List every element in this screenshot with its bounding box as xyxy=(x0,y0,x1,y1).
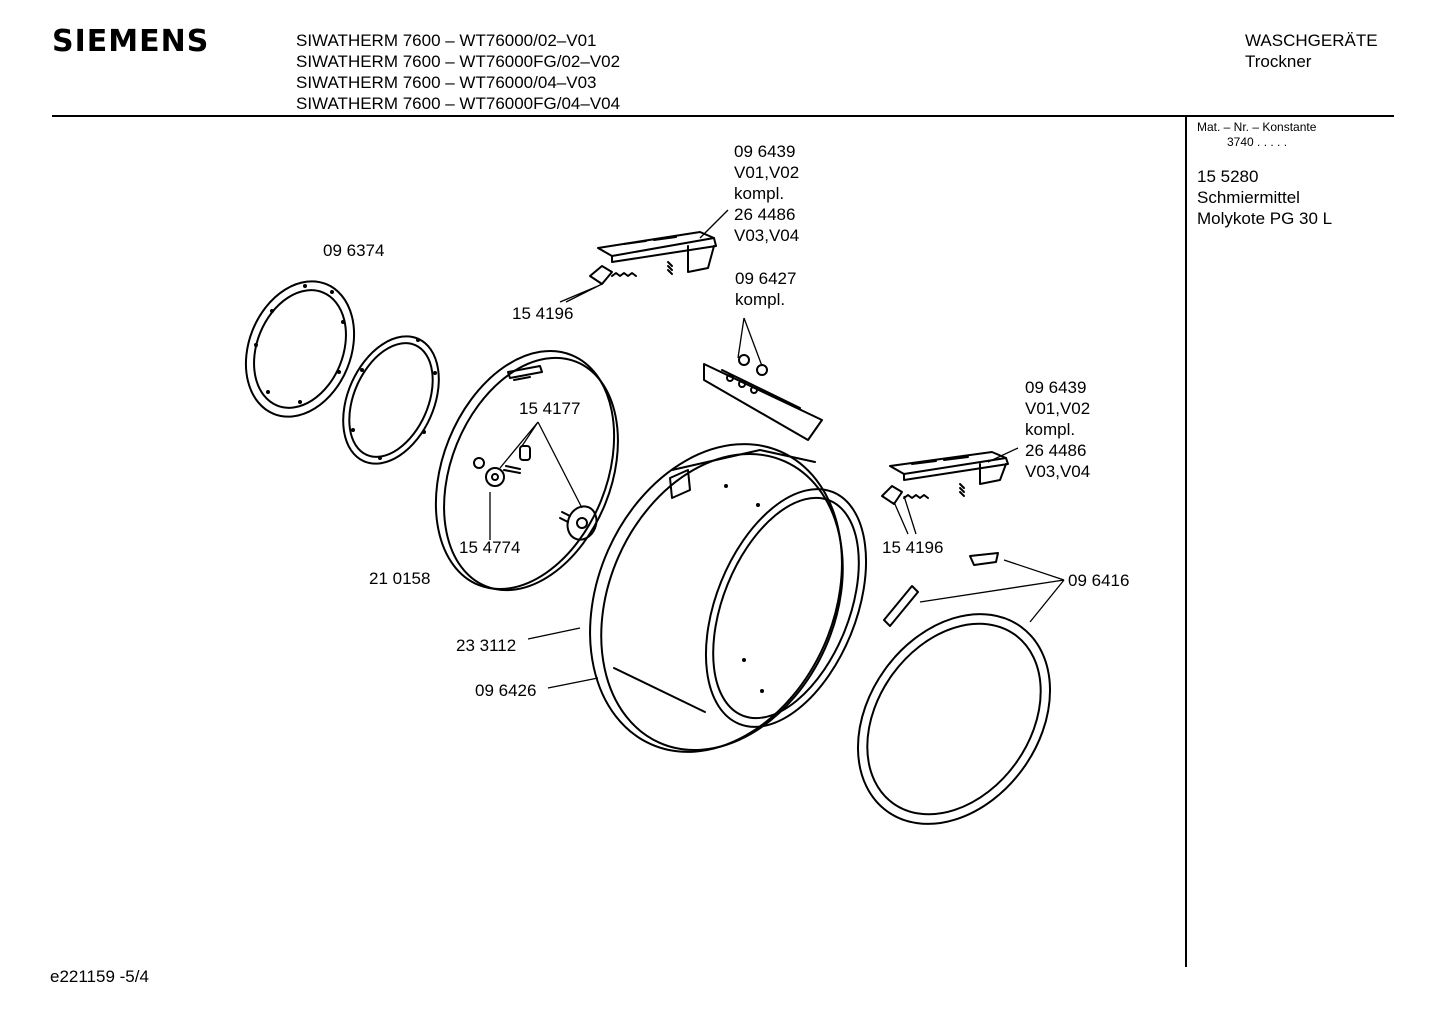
lubricant-number: 15 5280 xyxy=(1197,167,1259,186)
callout-variants-alt: V03,V04 xyxy=(734,226,800,245)
middle-bracket-part xyxy=(703,354,823,441)
drum-body-part xyxy=(589,443,868,753)
callout-number: 09 6439 xyxy=(1025,378,1087,397)
category-block: WASCHGERÄTE Trockner xyxy=(1245,30,1378,72)
callout-154177: 15 4177 xyxy=(519,399,581,418)
callout-154196-right: 15 4196 xyxy=(882,538,944,557)
sidebar-panel: Mat. – Nr. – Konstante 3740 . . . . . 15… xyxy=(1197,120,1392,229)
callout-096416: 09 6416 xyxy=(1068,571,1130,590)
material-number-label: Mat. – Nr. – Konstante xyxy=(1197,120,1317,134)
category-title: WASCHGERÄTE xyxy=(1245,31,1378,50)
callout-variants: V01,V02 xyxy=(734,163,800,182)
callout-096439-top: 09 6439 V01,V02 kompl. 26 4486 V03,V04 xyxy=(734,141,799,246)
lubricant-entry: 15 5280 Schmiermittel Molykote PG 30 L xyxy=(1197,166,1392,229)
callout-096427: 09 6427 kompl. xyxy=(735,268,796,310)
callout-096374: 09 6374 xyxy=(323,241,385,260)
callout-096439-right: 09 6439 V01,V02 kompl. 26 4486 V03,V04 xyxy=(1025,377,1090,482)
brand-logo: SIEMENS xyxy=(52,24,210,59)
lubricant-name: Schmiermittel xyxy=(1197,188,1300,207)
front-ring-part xyxy=(244,280,356,418)
callout-number-alt: 26 4486 xyxy=(734,205,796,224)
door-gasket-part xyxy=(856,552,1052,825)
callout-154196-left: 15 4196 xyxy=(512,304,574,323)
callout-number-alt: 26 4486 xyxy=(1025,441,1087,460)
right-bracket-part xyxy=(881,451,1009,505)
callout-note: kompl. xyxy=(735,290,786,309)
seal-ring-part xyxy=(342,335,440,465)
callout-variants-alt: V03,V04 xyxy=(1025,462,1091,481)
top-bracket-part xyxy=(589,231,717,285)
callout-number: 09 6439 xyxy=(734,142,796,161)
callout-096426: 09 6426 xyxy=(475,681,537,700)
leader-lines xyxy=(489,209,1065,689)
callout-154774: 15 4774 xyxy=(459,538,521,557)
category-subtitle: Trockner xyxy=(1245,52,1312,71)
callout-note: kompl. xyxy=(734,184,785,203)
model-line: SIWATHERM 7600 – WT76000FG/04–V04 xyxy=(296,94,621,113)
header-divider xyxy=(52,115,1394,117)
material-number-value: 3740 . . . . . xyxy=(1227,135,1288,149)
callout-210158: 21 0158 xyxy=(369,569,431,588)
callout-number: 09 6427 xyxy=(735,269,797,288)
model-line: SIWATHERM 7600 – WT76000/04–V03 xyxy=(296,73,597,92)
drawing-code: e221159 -5/4 xyxy=(50,967,149,986)
lubricant-type: Molykote PG 30 L xyxy=(1197,209,1333,228)
model-line: SIWATHERM 7600 – WT76000/02–V01 xyxy=(296,31,597,50)
callout-variants: V01,V02 xyxy=(1025,399,1091,418)
model-line: SIWATHERM 7600 – WT76000FG/02–V02 xyxy=(296,52,621,71)
sidebar-divider xyxy=(1185,117,1187,967)
rear-wall-part xyxy=(434,349,619,592)
model-list: SIWATHERM 7600 – WT76000/02–V01 SIWATHER… xyxy=(296,30,620,114)
callout-233112: 23 3112 xyxy=(456,636,517,655)
callout-note: kompl. xyxy=(1025,420,1076,439)
